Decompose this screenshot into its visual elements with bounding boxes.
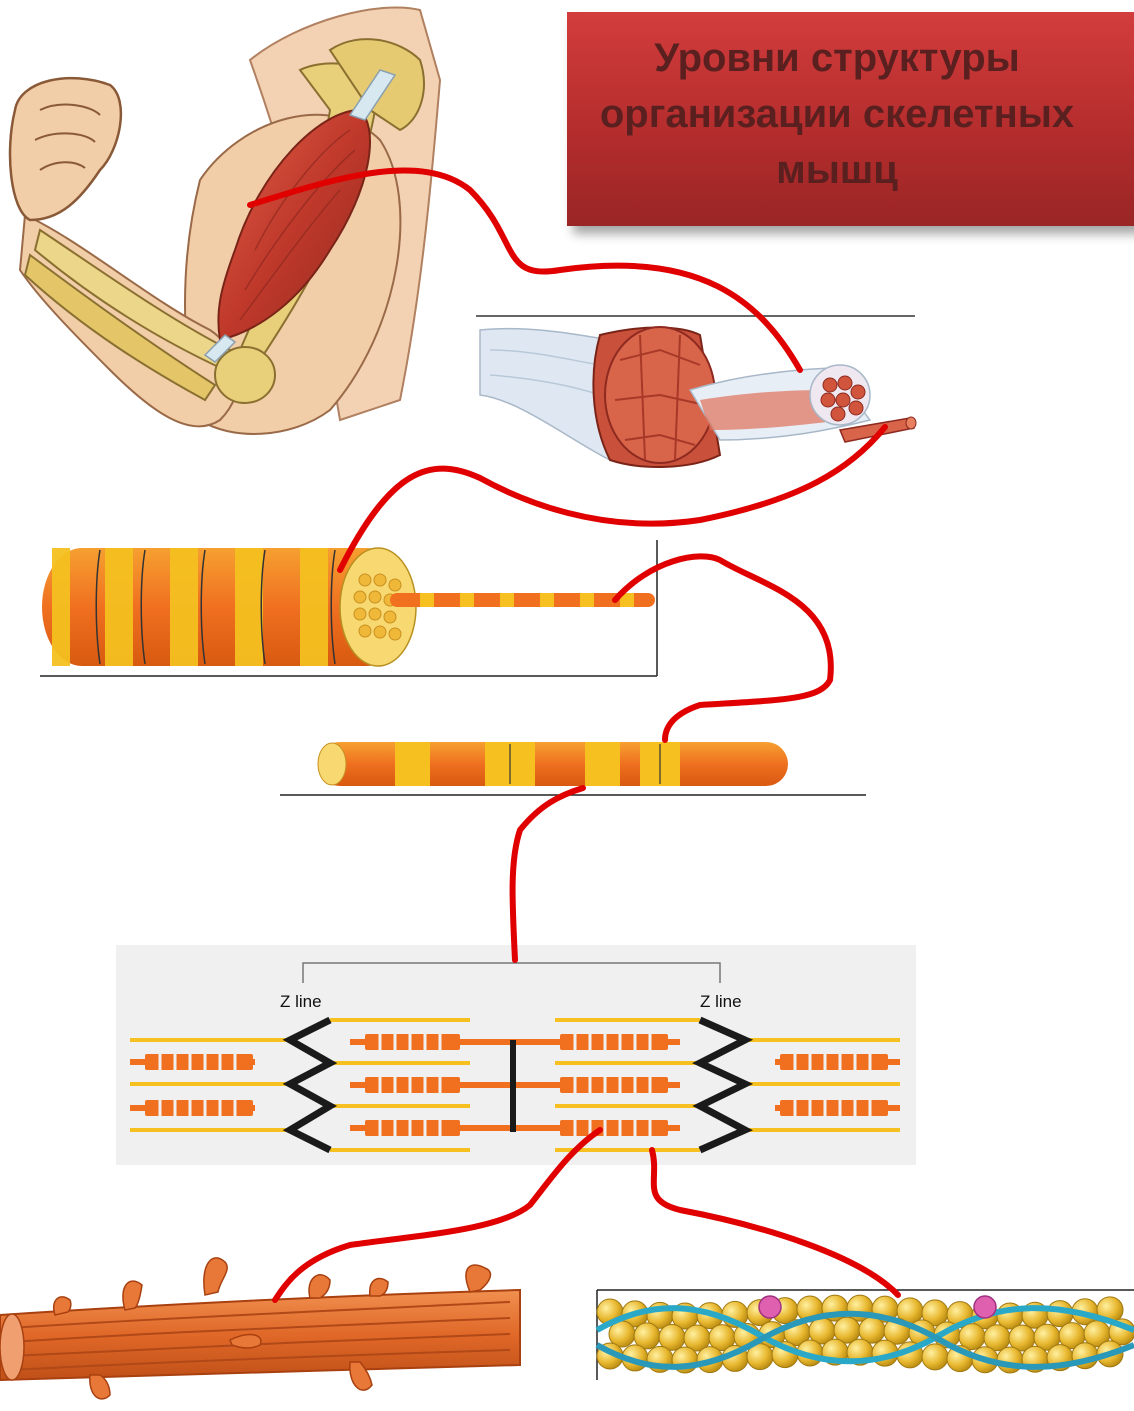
- thick-filament-illustration: [0, 1258, 520, 1399]
- muscle-fiber-illustration: [40, 540, 657, 676]
- myofibril-illustration: [280, 742, 866, 795]
- muscle-bundle-illustration: [476, 316, 916, 467]
- sarcomere-diagram: Z line Z line: [116, 945, 916, 1165]
- arm-illustration: [10, 7, 440, 433]
- thin-filament-illustration: [597, 1290, 1134, 1380]
- z-line-label-right: Z line: [700, 992, 742, 1011]
- z-line-label-left: Z line: [280, 992, 322, 1011]
- actin-bead: [922, 1344, 948, 1370]
